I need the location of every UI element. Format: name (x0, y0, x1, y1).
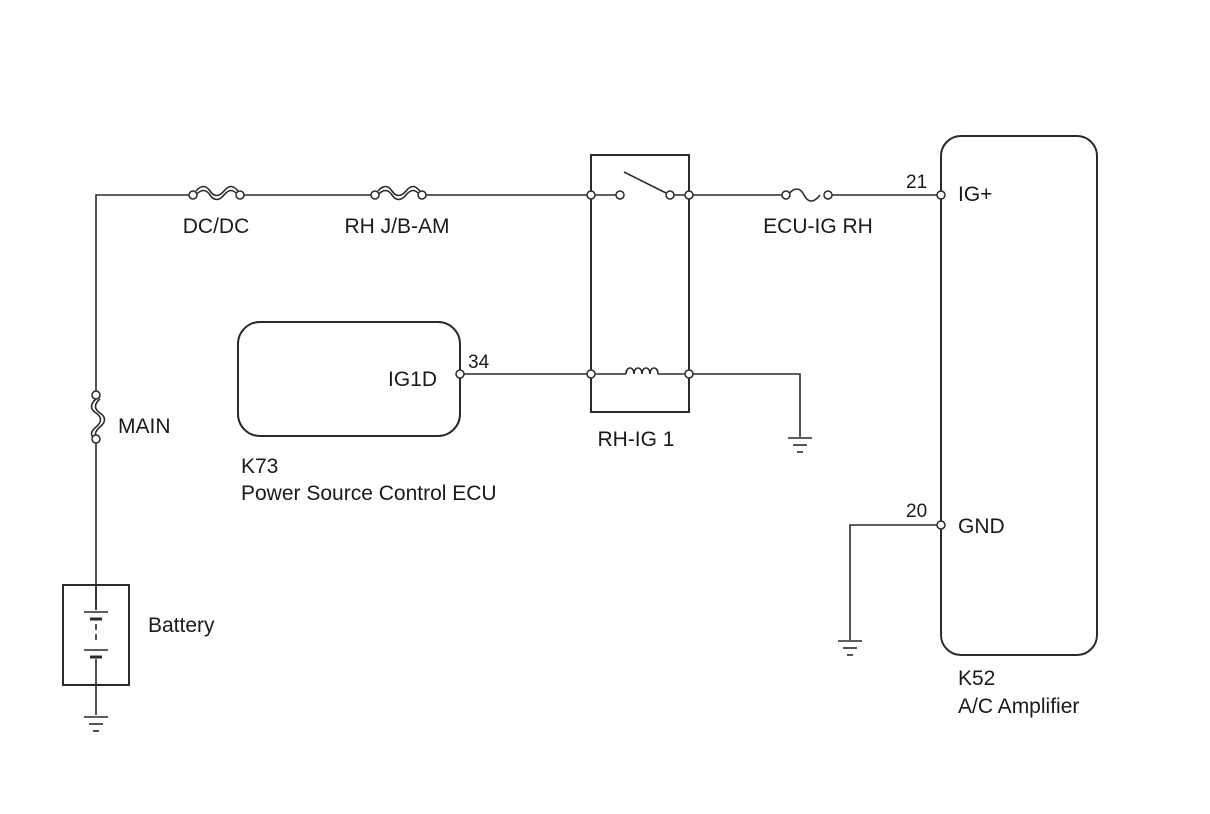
ecu-code: K73 (241, 455, 278, 478)
amp-terminal-igplus: IG+ (958, 183, 992, 206)
ecu-terminal-label: IG1D (388, 368, 437, 391)
fuse-ecuigrh-label: ECU-IG RH (763, 215, 873, 238)
ecu-pin-number: 34 (468, 352, 490, 373)
wire-gnd-to-ground (849, 524, 941, 640)
ac-amplifier (936, 135, 1098, 656)
ground-icon (838, 640, 862, 656)
fuse-rhjbam-label: RH J/B-AM (345, 215, 450, 238)
fuse-main-label: MAIN (118, 415, 171, 438)
fuse-main (90, 390, 106, 444)
wires (95, 194, 941, 640)
ecu-name: Power Source Control ECU (241, 482, 497, 505)
power-source-ecu (237, 321, 465, 437)
relay-rh-ig1 (586, 154, 694, 413)
amp-code: K52 (958, 667, 995, 690)
ground-icon (788, 437, 812, 453)
relay-label: RH-IG 1 (597, 428, 674, 451)
fuse-dcdc-label: DC/DC (183, 215, 250, 238)
relay-switch-blade (623, 171, 667, 194)
amplifier-box (940, 135, 1098, 656)
amp-pin-21: 21 (906, 172, 927, 193)
fuse-rhjbam (370, 185, 427, 201)
battery-label: Battery (148, 614, 215, 637)
ecu-box (237, 321, 461, 437)
fuse-dcdc (188, 185, 245, 201)
amp-name: A/C Amplifier (958, 695, 1079, 718)
wire-main-to-dcdc (95, 194, 194, 395)
ground-icon (84, 716, 108, 732)
fuse-ecuigrh (781, 188, 833, 202)
relay-box (590, 154, 690, 413)
amp-terminal-gnd: GND (958, 515, 1005, 538)
wire-coil-to-ground (689, 373, 801, 437)
amp-pin-20: 20 (906, 501, 927, 522)
relay-coil (625, 367, 659, 375)
battery (62, 584, 130, 715)
